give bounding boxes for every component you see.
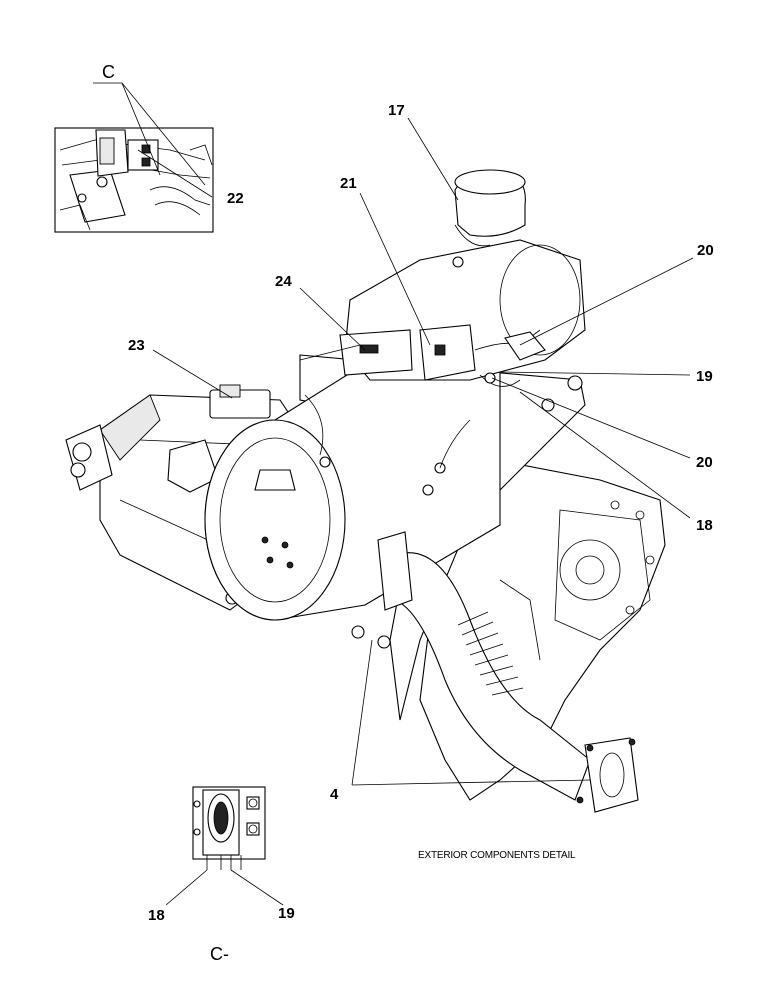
callout-18-right: 18 xyxy=(696,517,713,534)
callout-22: 22 xyxy=(227,190,244,207)
inset-view-letter: C xyxy=(102,62,115,82)
detail-view-letter: C- xyxy=(210,944,229,964)
callout-20-upper: 20 xyxy=(697,242,714,259)
exhaust-bellows xyxy=(457,611,524,696)
exterior-components-caption: EXTERIOR COMPONENTS DETAIL xyxy=(418,850,576,861)
callout-19-right: 19 xyxy=(696,368,713,385)
callout-24: 24 xyxy=(275,273,292,290)
exhaust-flange-upper xyxy=(377,531,413,611)
callout-19-detail: 19 xyxy=(278,905,295,922)
callout-17: 17 xyxy=(388,102,405,119)
detail-view-c-connector xyxy=(192,786,266,870)
inset-view-c xyxy=(54,127,214,233)
leader-lines xyxy=(93,82,694,906)
callout-21: 21 xyxy=(340,175,357,192)
callout-18-detail: 18 xyxy=(148,907,165,924)
inset-frame xyxy=(54,127,214,233)
callout-23: 23 xyxy=(128,337,145,354)
exhaust-flange-lower xyxy=(584,737,639,813)
main-assembly xyxy=(65,169,666,813)
callout-4: 4 xyxy=(330,786,339,803)
callout-20-lower: 20 xyxy=(696,454,713,471)
